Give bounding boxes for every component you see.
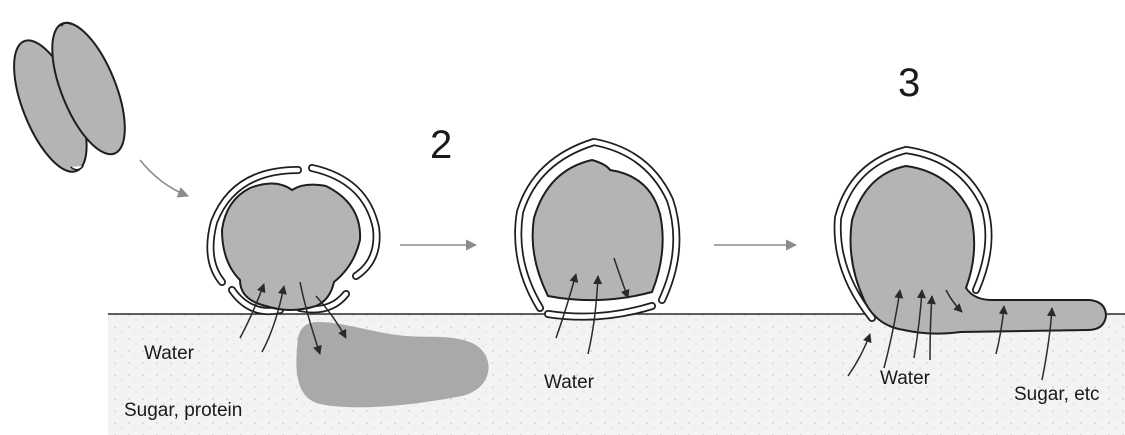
landing-arrow xyxy=(140,160,188,196)
stage2-number: 2 xyxy=(430,123,452,167)
label-sugar-protein: Sugar, protein xyxy=(124,400,242,421)
label-water-stage3: Water xyxy=(880,368,931,389)
label-water-stage2: Water xyxy=(544,372,595,393)
label-sugar-etc: Sugar, etc xyxy=(1014,384,1100,405)
pollen-grain-initial xyxy=(0,13,141,181)
label-water-stage1: Water xyxy=(144,343,195,364)
stage3-number: 3 xyxy=(898,61,920,105)
